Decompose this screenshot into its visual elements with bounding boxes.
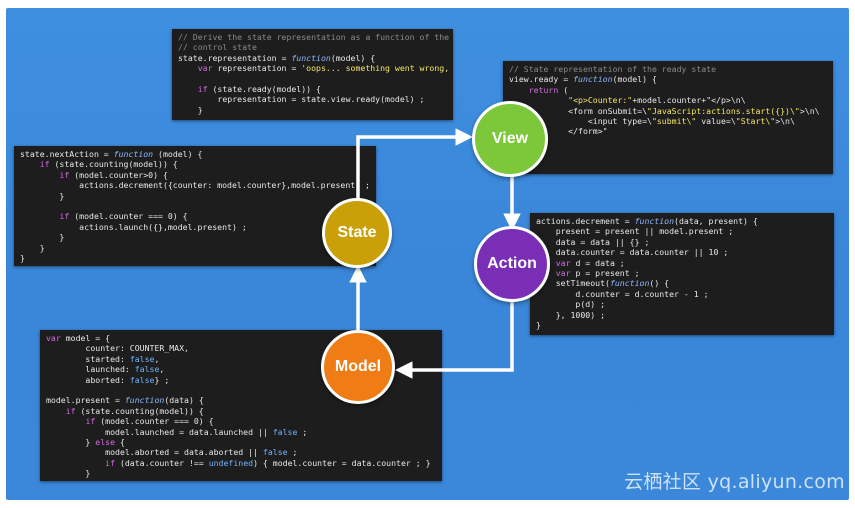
watermark-text: 云栖社区 yq.aliyun.com (624, 471, 845, 493)
code-line: if (model.counter === 0) { (59, 211, 188, 222)
code-line: model.launched = data.launched || false … (46, 426, 308, 437)
code-line: present = present || model.present ; (536, 226, 734, 237)
code-line: "<p>Counter:"+model.counter+"</p>\n\ (568, 95, 746, 106)
code-line: if (model.counter>0) { (59, 169, 168, 180)
code-line: p(d) ; (536, 299, 606, 310)
code-line: var model = { (46, 333, 111, 343)
code-line: launched: false, (46, 364, 165, 375)
code-line: state.nextAction = function (model) { (20, 149, 203, 159)
code-line: data.counter = data.counter || 10 ; (536, 247, 729, 258)
code-line: </form>" (509, 126, 608, 137)
code-line: model.aborted = data.aborted || false ; (46, 447, 298, 458)
code-line: } (178, 104, 203, 115)
code-line: d.counter = d.counter - 1 ; (536, 288, 709, 299)
code-line: // control state (178, 42, 257, 53)
code-line: representation = state.view.ready(model)… (178, 94, 425, 105)
code-line: if (data.counter !== undefined) { model.… (105, 457, 431, 468)
code-line: return ( (528, 84, 569, 95)
code-line: counter: COUNTER_MAX, (46, 343, 189, 354)
code-line: }, 1000) ; (536, 309, 606, 320)
code-line: actions.decrement = function(data, prese… (536, 216, 758, 226)
code-line: data = data || {} ; (536, 236, 650, 247)
action-node: Action (474, 226, 550, 302)
code-line: setTimeout(function() { (536, 278, 670, 289)
code-line: actions.decrement({counter: model.counte… (20, 180, 370, 191)
code-line: } (46, 468, 91, 479)
code-line: // State representation of the ready sta… (509, 64, 717, 74)
model-node: Model (321, 330, 395, 404)
code-line: var d = data ; (555, 257, 625, 268)
code-line: var representation = 'oops... something … (197, 63, 450, 74)
code-line: if (state.counting(model)) { (65, 405, 204, 416)
code-line: if (state.ready(model)) { (197, 84, 321, 95)
code-line: // Derive the state representation as a … (178, 32, 450, 42)
code-line: if (state.counting(model)) { (39, 159, 178, 170)
code-block-state-next-action: state.nextAction = function (model) { if… (14, 146, 376, 266)
code-line: actions.launch({},model.present) ; (20, 221, 247, 232)
code-line: } (20, 253, 25, 264)
code-line: state.representation = function(model) { (178, 52, 376, 63)
code-line: aborted: false} ; (46, 374, 170, 385)
code-line: <input type=\"submit\" value=\"Start\">\… (509, 116, 795, 127)
view-node: View (472, 101, 548, 177)
code-block-view-ready: // State representation of the ready sta… (503, 61, 833, 174)
code-line: } (20, 232, 65, 243)
code-line: <form onSubmit=\"JavaScript:actions.star… (509, 105, 820, 116)
arrow-action-to-model (395, 302, 514, 379)
code-line: started: false, (46, 353, 160, 364)
code-block-state-representation: // Derive the state representation as a … (172, 29, 453, 120)
code-line: model.present = function(data) { (46, 395, 204, 406)
code-line: view.ready = function(model) { (509, 74, 657, 85)
code-line: if (model.counter === 0) { (85, 416, 214, 427)
code-line: } (20, 190, 65, 201)
code-block-actions-decrement: actions.decrement = function(data, prese… (530, 213, 834, 335)
code-line: } (20, 242, 45, 253)
arrow-state-to-view (356, 128, 473, 200)
state-node: State (322, 198, 392, 268)
code-line: } else { (46, 437, 125, 448)
code-line: } (536, 320, 541, 331)
code-line: var p = present ; (555, 268, 640, 279)
